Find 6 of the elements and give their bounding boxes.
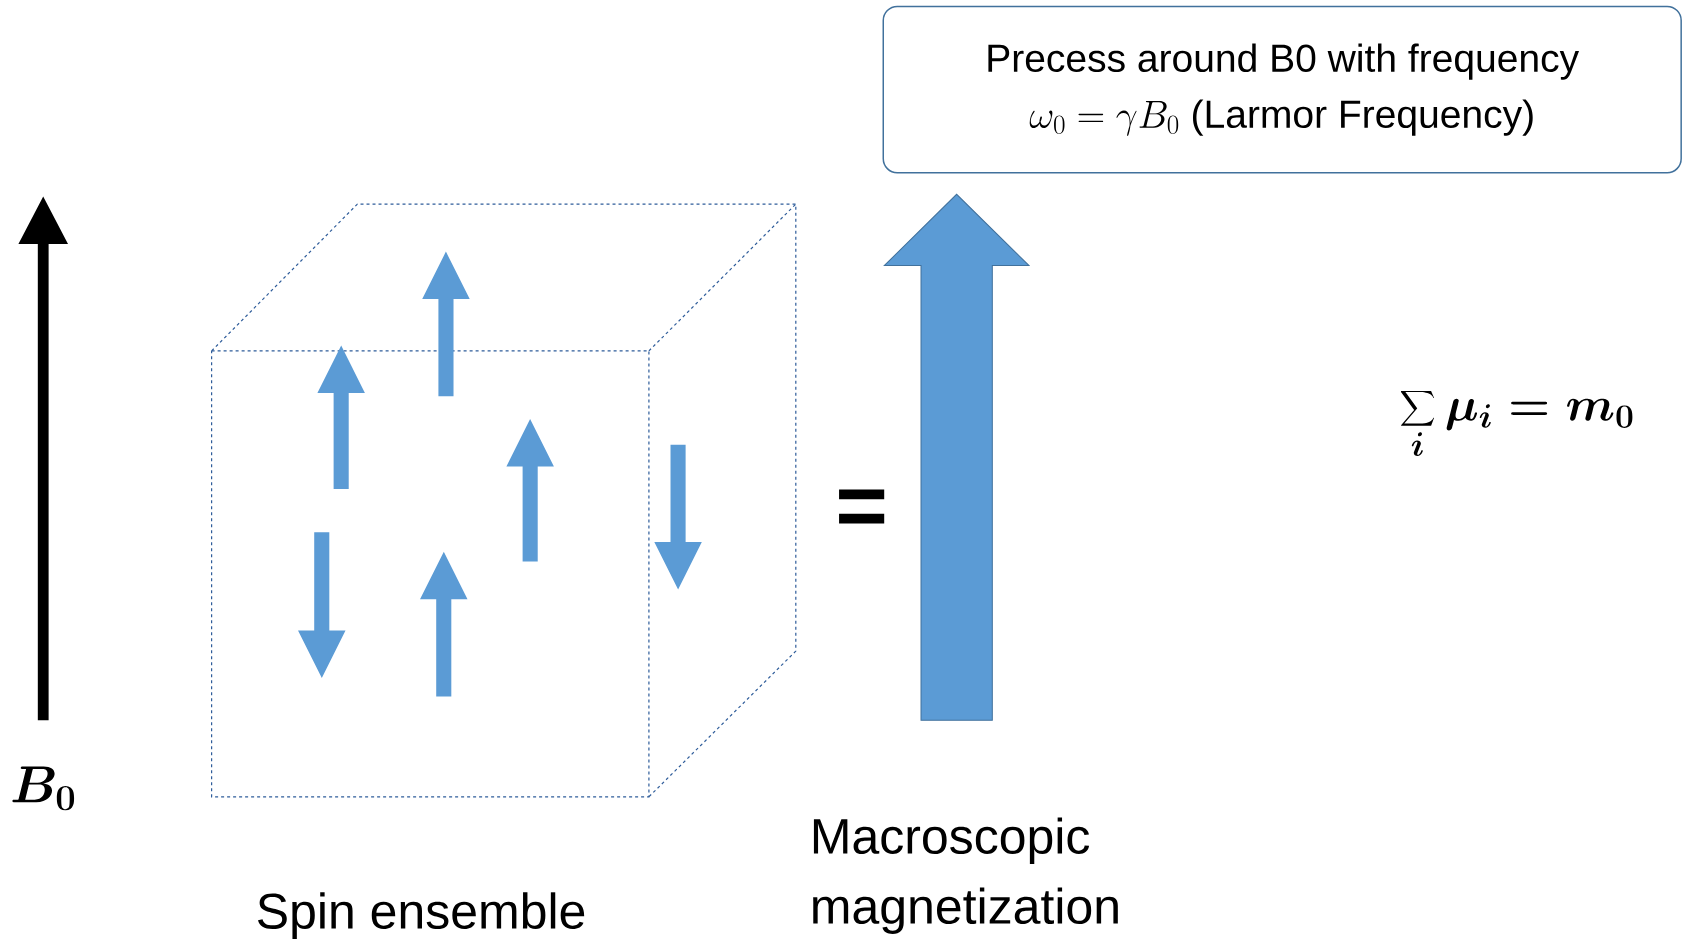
field-label: $B_0$ <box>12 766 75 811</box>
sum-formula: $\sum_i \mu_i = m_0$ <box>1401 390 1633 456</box>
equals-sign: = <box>839 489 885 524</box>
caption: Macroscopic magnetization <box>813 817 1118 934</box>
caption: Spin ensemble <box>258 892 585 939</box>
text-box: Precess around B0 with frequency $\omega_0 = \gamma B_0$ (Larmor Frequency) <box>882 5 1682 174</box>
